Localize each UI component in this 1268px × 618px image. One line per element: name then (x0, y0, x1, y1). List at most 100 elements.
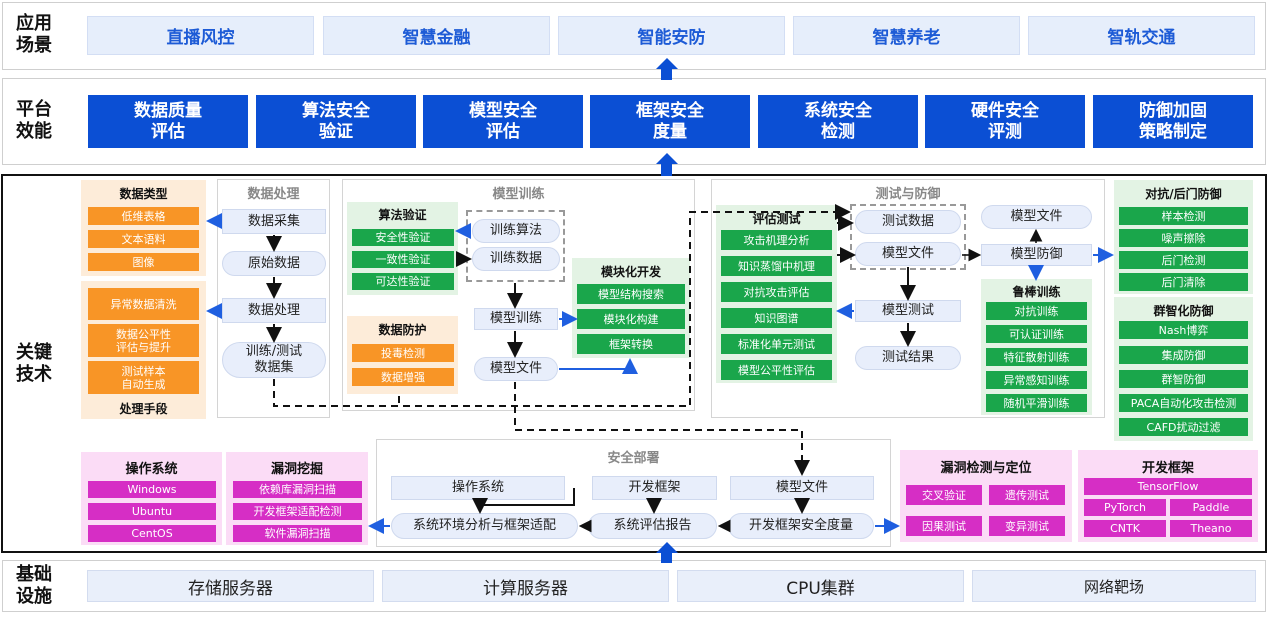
modular-dev-title: 模块化开发 (600, 265, 661, 279)
platform-item-framework-security[interactable]: 框架安全 度量 (590, 95, 750, 148)
swarm-crowd[interactable]: 群智防御 (1119, 370, 1248, 388)
node-data-collect[interactable]: 数据采集 (222, 209, 326, 234)
swarm-cafd[interactable]: CAFD扰动过滤 (1119, 418, 1248, 436)
algo-verify-safety[interactable]: 安全性验证 (352, 229, 454, 246)
app-item-live-risk[interactable]: 直播风控 (87, 16, 314, 55)
os-centos[interactable]: CentOS (88, 525, 216, 542)
infra-compute[interactable]: 计算服务器 (382, 570, 669, 602)
infra-label: 基础 设施 (16, 564, 52, 607)
node-deploy-framework[interactable]: 开发框架 (592, 476, 717, 500)
infra-cpu-cluster[interactable]: CPU集群 (677, 570, 964, 602)
infra-cyber-range[interactable]: 网络靶场 (972, 570, 1256, 602)
eval-test-title: 评估测试 (752, 212, 801, 226)
data-type-table[interactable]: 低维表格 (88, 207, 199, 225)
robust-feature-scatter[interactable]: 特征散射训练 (986, 348, 1087, 366)
fw-pytorch[interactable]: PyTorch (1084, 499, 1166, 516)
node-env-analysis[interactable]: 系统环境分析与框架适配 (391, 513, 578, 539)
data-type-text[interactable]: 文本语料 (88, 230, 199, 248)
fw-cntk[interactable]: CNTK (1084, 520, 1166, 537)
node-test-result[interactable]: 测试结果 (855, 346, 961, 370)
adv-sample-detect[interactable]: 样本检测 (1119, 207, 1248, 225)
data-protect-title: 数据防护 (378, 323, 427, 337)
node-test-data[interactable]: 测试数据 (855, 210, 961, 234)
vuln-software-scan[interactable]: 软件漏洞扫描 (233, 525, 362, 542)
platform-item-defense-strategy[interactable]: 防御加固 策略制定 (1093, 95, 1253, 148)
fw-theano[interactable]: Theano (1170, 520, 1252, 537)
os-windows[interactable]: Windows (88, 481, 216, 498)
key-tech-label: 关键 技术 (16, 342, 52, 385)
node-model-test[interactable]: 模型测试 (855, 300, 961, 322)
node-system-report[interactable]: 系统评估报告 (588, 513, 717, 539)
vuln-framework-detect[interactable]: 开发框架适配检测 (233, 503, 362, 520)
test-defense-title: 测试与防御 (875, 187, 941, 202)
robust-train-title: 鲁棒训练 (1012, 285, 1061, 299)
eval-adversarial[interactable]: 对抗攻击评估 (721, 282, 832, 302)
platform-item-algo-security[interactable]: 算法安全 验证 (256, 95, 416, 148)
node-data-process[interactable]: 数据处理 (222, 298, 326, 323)
platform-item-hardware-security[interactable]: 硬件安全 评测 (925, 95, 1085, 148)
node-raw-data[interactable]: 原始数据 (222, 251, 326, 276)
node-model-train[interactable]: 模型训练 (474, 308, 558, 330)
app-item-smart-security[interactable]: 智能安防 (558, 16, 785, 55)
node-deploy-os[interactable]: 操作系统 (391, 476, 565, 500)
protect-poison-detect[interactable]: 投毒检测 (352, 344, 454, 362)
data-processing-title: 数据处理 (247, 187, 300, 202)
adv-backdoor-clear[interactable]: 后门清除 (1119, 273, 1248, 291)
eval-fairness[interactable]: 模型公平性评估 (721, 360, 832, 380)
algo-verify-title: 算法验证 (378, 208, 427, 222)
node-model-file-test[interactable]: 模型文件 (855, 242, 961, 266)
eval-distill-mechanism[interactable]: 知识蒸馏中机理 (721, 256, 832, 276)
node-deploy-model-file[interactable]: 模型文件 (730, 476, 874, 500)
vuln-causal-test[interactable]: 因果测试 (906, 516, 982, 536)
method-fairness[interactable]: 数据公平性 评估与提升 (88, 324, 199, 357)
vuln-mutation-test[interactable]: 变异测试 (989, 516, 1065, 536)
robust-adversarial-train[interactable]: 对抗训练 (986, 302, 1087, 320)
robust-random-smooth[interactable]: 随机平滑训练 (986, 394, 1087, 412)
eval-attack-mechanism[interactable]: 攻击机理分析 (721, 230, 832, 250)
dev-framework-title: 开发框架 (1141, 461, 1194, 476)
fw-tensorflow[interactable]: TensorFlow (1084, 478, 1252, 495)
adv-noise-erase[interactable]: 噪声擦除 (1119, 229, 1248, 247)
platform-item-data-quality[interactable]: 数据质量 评估 (88, 95, 248, 148)
eval-knowledge-graph[interactable]: 知识图谱 (721, 308, 832, 328)
fw-paddle[interactable]: Paddle (1170, 499, 1252, 516)
vuln-genetic-test[interactable]: 遗传测试 (989, 485, 1065, 505)
node-train-test-set[interactable]: 训练/测试 数据集 (222, 342, 326, 378)
swarm-ensemble[interactable]: 集成防御 (1119, 346, 1248, 364)
os-ubuntu[interactable]: Ubuntu (88, 503, 216, 520)
node-framework-measure[interactable]: 开发框架安全度量 (728, 513, 874, 539)
node-model-file-defense[interactable]: 模型文件 (981, 205, 1092, 229)
node-model-file-train[interactable]: 模型文件 (474, 357, 558, 381)
method-sample-gen[interactable]: 测试样本 自动生成 (88, 361, 199, 394)
node-model-defense[interactable]: 模型防御 (981, 244, 1092, 266)
vuln-mining-title: 漏洞挖掘 (270, 462, 323, 477)
node-train-algo[interactable]: 训练算法 (472, 219, 560, 243)
platform-item-system-security[interactable]: 系统安全 检测 (758, 95, 918, 148)
vuln-cross-validate[interactable]: 交叉验证 (906, 485, 982, 505)
data-types-title: 数据类型 (119, 187, 168, 201)
modular-framework-convert[interactable]: 框架转换 (577, 334, 685, 354)
platform-item-model-security[interactable]: 模型安全 评估 (423, 95, 583, 148)
swarm-paca[interactable]: PACA自动化攻击检测 (1119, 394, 1248, 412)
algo-verify-reachability[interactable]: 可达性验证 (352, 273, 454, 290)
robust-certified-train[interactable]: 可认证训练 (986, 325, 1087, 343)
eval-unit-test[interactable]: 标准化单元测试 (721, 334, 832, 354)
swarm-nash[interactable]: Nash博弈 (1119, 321, 1248, 339)
vuln-dep-scan[interactable]: 依赖库漏洞扫描 (233, 481, 362, 498)
deploy-title: 安全部署 (607, 451, 660, 466)
platform-label: 平台 效能 (16, 99, 52, 142)
app-item-smart-elderly[interactable]: 智慧养老 (793, 16, 1020, 55)
modular-build[interactable]: 模块化构建 (577, 309, 685, 329)
infra-storage[interactable]: 存储服务器 (87, 570, 374, 602)
algo-verify-consistency[interactable]: 一致性验证 (352, 251, 454, 268)
robust-anomaly-aware[interactable]: 异常感知训练 (986, 371, 1087, 389)
app-item-smart-rail[interactable]: 智轨交通 (1028, 16, 1255, 55)
method-anomaly-clean[interactable]: 异常数据清洗 (88, 288, 199, 320)
data-type-image[interactable]: 图像 (88, 253, 199, 271)
modular-arch-search[interactable]: 模型结构搜索 (577, 284, 685, 304)
adv-defense-title: 对抗/后门防御 (1145, 187, 1222, 201)
app-item-smart-finance[interactable]: 智慧金融 (323, 16, 550, 55)
node-train-data[interactable]: 训练数据 (472, 247, 560, 271)
adv-backdoor-detect[interactable]: 后门检测 (1119, 251, 1248, 269)
protect-data-augment[interactable]: 数据增强 (352, 368, 454, 386)
